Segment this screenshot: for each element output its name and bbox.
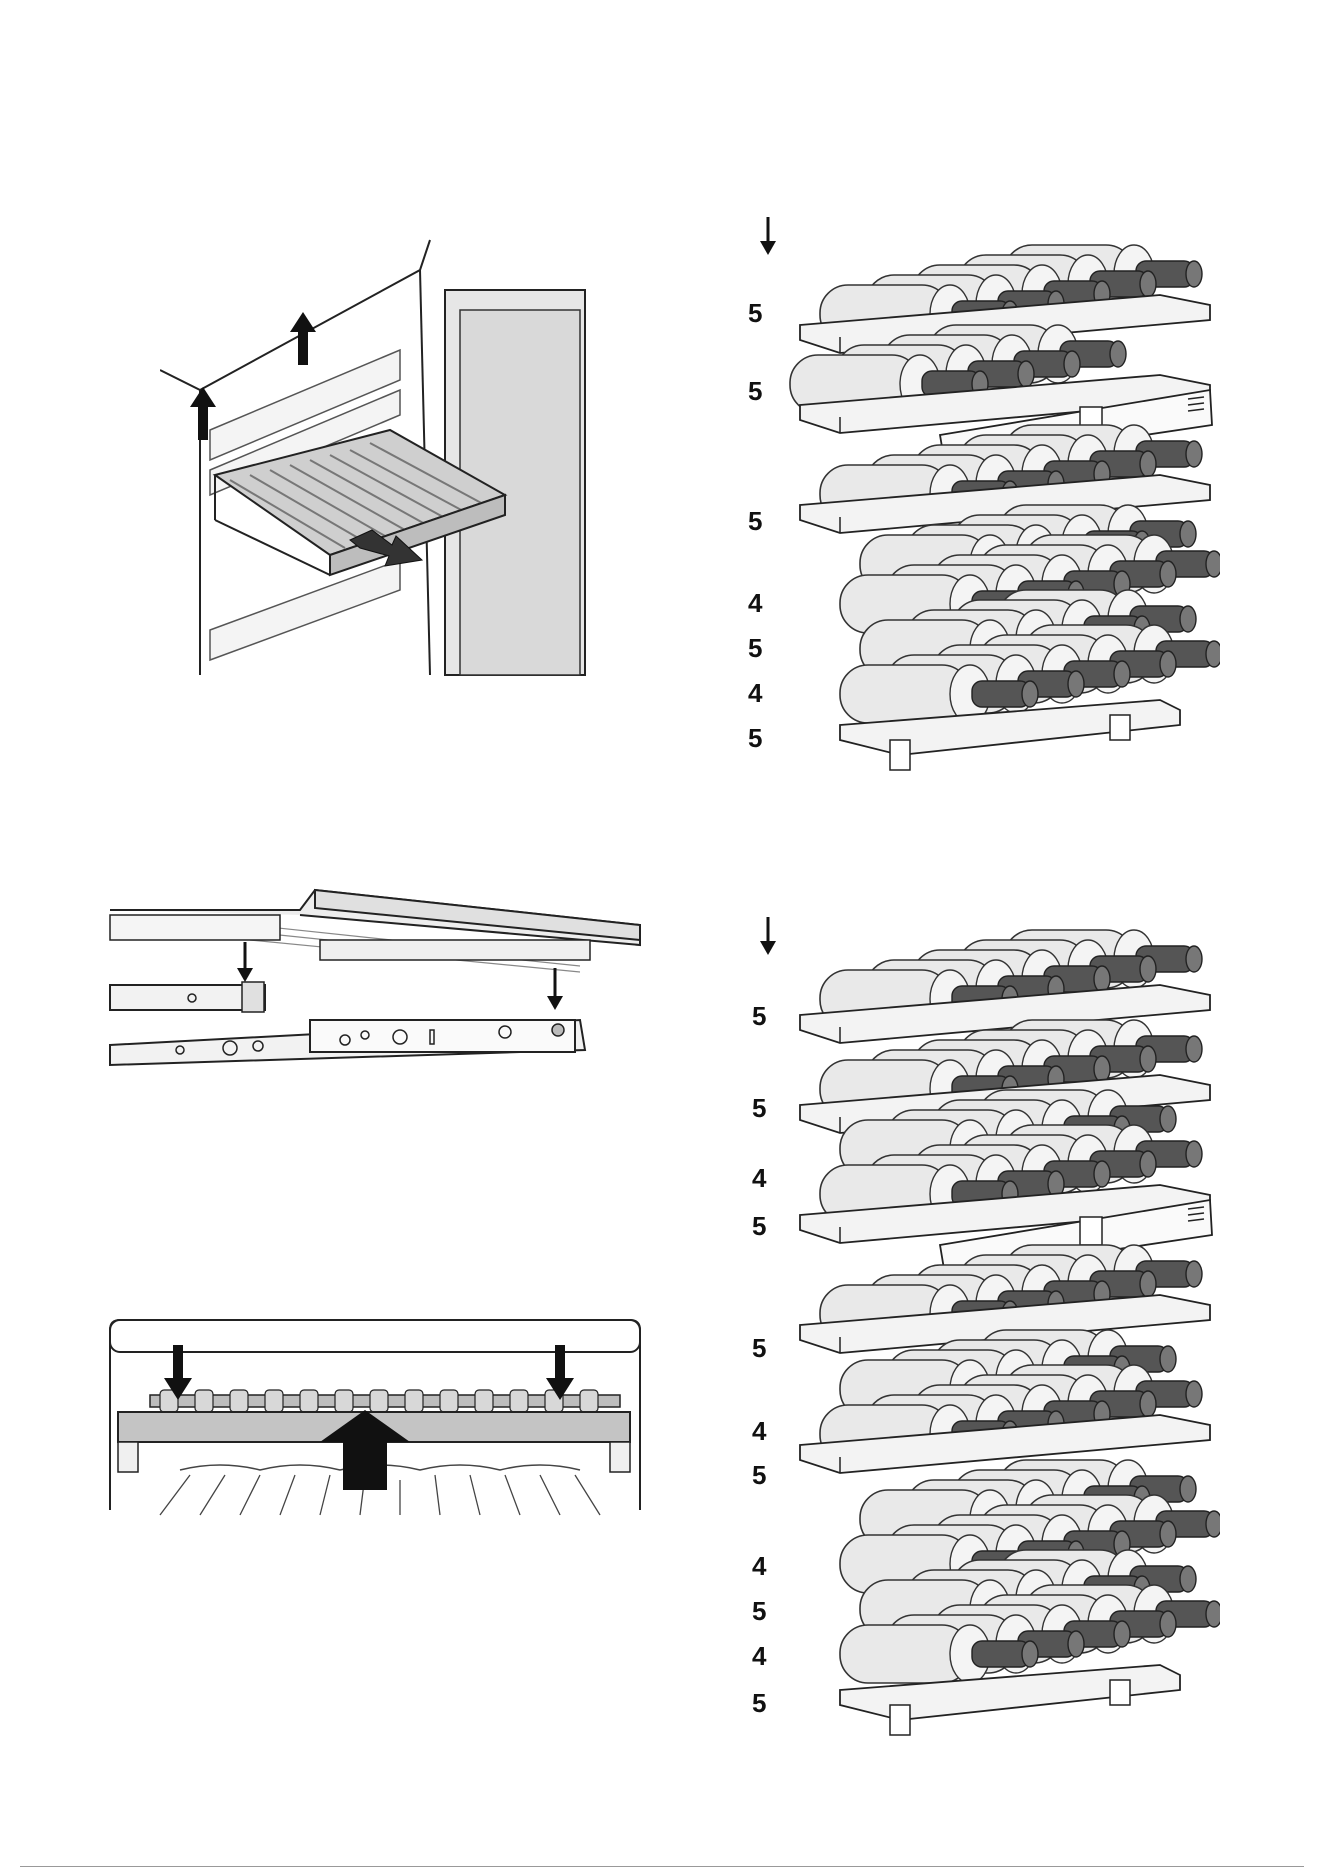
row-count-label: 4: [748, 590, 762, 616]
down-arrow-icon: [237, 942, 253, 982]
down-arrow-icon: [547, 968, 563, 1010]
row-count-label: 5: [752, 1598, 766, 1624]
page-footer-rule: [20, 1866, 1304, 1867]
row-count-label: 4: [752, 1418, 766, 1444]
row-count-label: 5: [752, 1335, 766, 1361]
row-count-label: 5: [752, 1213, 766, 1239]
row-count-label: 5: [752, 1690, 766, 1716]
row-count-label: 5: [752, 1095, 766, 1121]
row-count-label: 5: [752, 1003, 766, 1029]
figure-bottle-stack-lower: [780, 915, 1220, 1795]
figure-shelf-removal: [160, 230, 590, 680]
row-count-label: 4: [752, 1643, 766, 1669]
row-count-label: 4: [752, 1165, 766, 1191]
down-arrow-icon: [758, 915, 778, 957]
row-count-label: 5: [748, 635, 762, 661]
row-count-label: 5: [748, 508, 762, 534]
row-count-label: 4: [752, 1553, 766, 1579]
row-count-label: 5: [748, 725, 762, 751]
row-count-label: 5: [748, 300, 762, 326]
down-arrow-icon: [758, 215, 778, 257]
row-count-label: 5: [748, 378, 762, 404]
figure-bottle-stack-upper: [780, 215, 1220, 815]
row-count-label: 5: [752, 1462, 766, 1488]
figure-shelf-insertion: [100, 1310, 650, 1520]
row-count-label: 4: [748, 680, 762, 706]
figure-telescopic-rails: [100, 880, 650, 1080]
